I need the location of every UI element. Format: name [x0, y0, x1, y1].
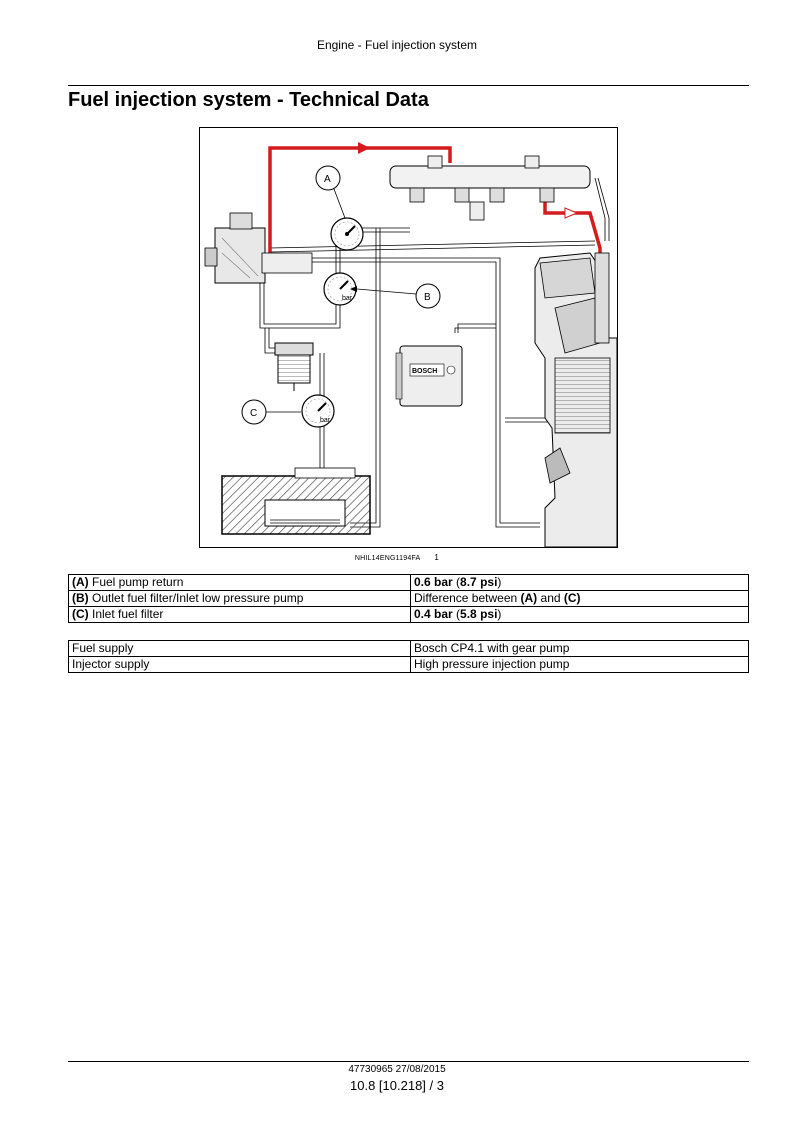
parameter-label: Fuel pump return — [88, 575, 184, 590]
value-part: 0.6 bar — [414, 575, 453, 590]
fuel-tank — [221, 467, 371, 535]
flow-arrow-icon — [358, 142, 370, 154]
gauge-b-unit-label: bar — [342, 295, 353, 302]
page-title: Fuel injection system - Technical Data — [68, 89, 429, 111]
value-cell: High pressure injection pump — [410, 656, 749, 673]
value-part: ) — [497, 575, 502, 590]
parameter-cell: (A) Fuel pump return — [68, 574, 411, 591]
value-part: ( — [452, 575, 461, 590]
parameter-cell: Fuel supply — [68, 640, 411, 657]
parameter-key: (B) — [72, 591, 89, 606]
fuel-filter — [274, 342, 314, 391]
ecu-module: BOSCH — [395, 345, 463, 407]
value-cell: 0.4 bar (5.8 psi) — [410, 606, 749, 623]
fuel-system-diagram: bar bar A B C — [199, 127, 618, 548]
callout-c-label: C — [250, 408, 257, 419]
table-row: (B) Outlet fuel filter/Inlet low pressur… — [68, 590, 749, 607]
value-part: 5.8 psi — [460, 607, 498, 622]
parameter-cell: Injector supply — [68, 656, 411, 673]
callout-b-label: B — [424, 292, 431, 303]
value-cell: 0.6 bar (8.7 psi) — [410, 574, 749, 591]
flow-arrow-outline-icon — [564, 207, 579, 219]
value-part: ) — [497, 607, 502, 622]
figure-number: 1 — [434, 553, 440, 562]
figure-caption: NHIL14ENG1194FA 1 — [0, 553, 794, 562]
common-rail — [389, 155, 591, 221]
callout-c: C — [241, 399, 301, 425]
gauge-a — [330, 217, 364, 251]
parameter-label: Inlet fuel filter — [88, 607, 164, 622]
value-cell: Difference between (A) and (C) — [410, 590, 749, 607]
parameter-label: Outlet fuel filter/Inlet low pressure pu… — [88, 591, 304, 606]
parameter-key: (A) — [72, 575, 89, 590]
footer-doc-reference: 47730965 27/08/2015 — [348, 1064, 446, 1075]
value-part: (C) — [563, 591, 581, 606]
header-rule — [68, 85, 749, 86]
high-pressure-pump — [204, 212, 313, 284]
value-part: 0.4 bar — [414, 607, 453, 622]
value-part: (A) — [520, 591, 538, 606]
value-part: ( — [452, 607, 461, 622]
engine-block — [534, 252, 617, 547]
ecu-brand-label: BOSCH — [412, 368, 437, 375]
running-header: Engine - Fuel injection system — [316, 38, 478, 52]
value-part: and — [537, 591, 564, 606]
value-part: Difference between — [414, 591, 521, 606]
callout-b: B — [350, 283, 441, 309]
parameter-cell: (B) Outlet fuel filter/Inlet low pressur… — [68, 590, 411, 607]
callout-a: A — [315, 165, 346, 219]
callout-a-label: A — [324, 174, 331, 185]
figure-code: NHIL14ENG1194FA — [354, 555, 421, 562]
value-cell: Bosch CP4.1 with gear pump — [410, 640, 749, 657]
gauge-c: bar — [301, 394, 335, 428]
parameter-key: (C) — [72, 607, 89, 622]
value-part: 8.7 psi — [460, 575, 498, 590]
footer-page-reference: 10.8 [10.218] / 3 — [350, 1078, 444, 1093]
gauge-c-unit-label: bar — [320, 417, 331, 424]
footer-rule — [68, 1061, 749, 1062]
parameter-cell: (C) Inlet fuel filter — [68, 606, 411, 623]
